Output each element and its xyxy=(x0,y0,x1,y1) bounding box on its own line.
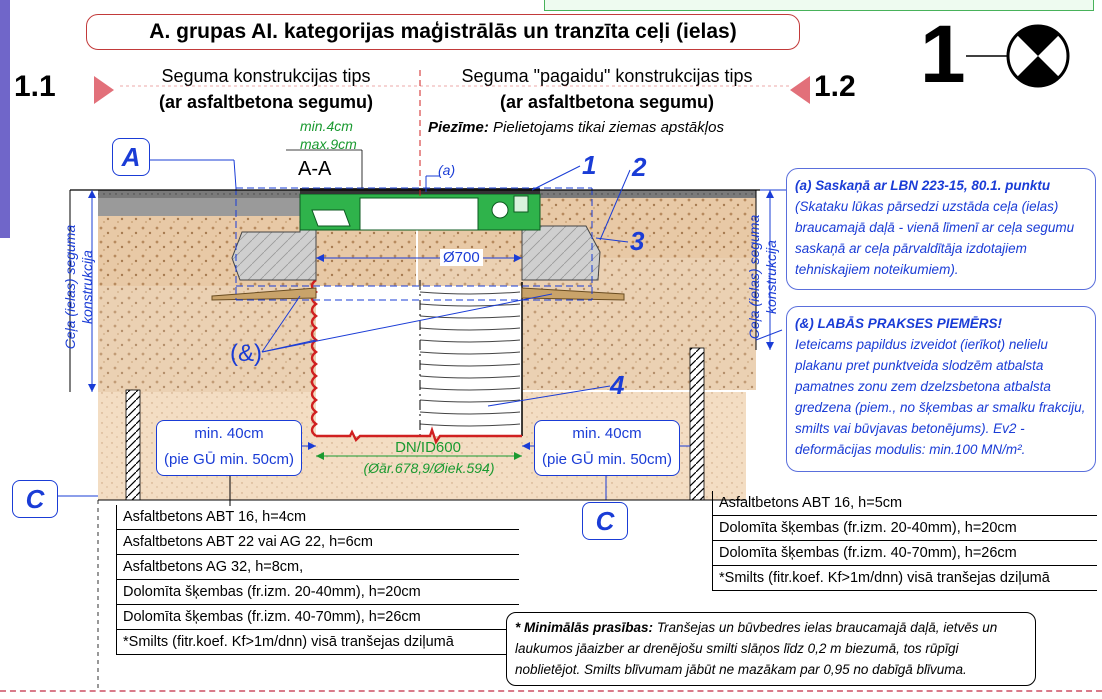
pipe-dn600-label: DN/ID600 xyxy=(395,439,461,456)
layers-table-left: Asfaltbetons ABT 16, h=4cm Asfaltbetons … xyxy=(116,505,519,655)
asphalt-layer-left xyxy=(98,190,416,198)
marker-4: 4 xyxy=(610,370,625,400)
min-40cm-box-left: min. 40cm (pie GŪ min. 50cm) xyxy=(156,420,302,476)
marker-3: 3 xyxy=(630,226,645,256)
pipe-wall-left xyxy=(310,279,318,437)
layer-left-row: Dolomīta šķembas (fr.izm. 40-70mm), h=26… xyxy=(117,605,519,630)
manhole-symbol-icon xyxy=(966,24,1070,88)
minimal-requirements-text: Tranšejas un būvbedres ielas braucamajā … xyxy=(515,620,998,677)
bottom-dashed-border xyxy=(0,690,1102,692)
min-40cm-left: min. 40cm xyxy=(194,425,264,442)
section-right-line1: Seguma "pagaidu" konstrukcijas tips xyxy=(461,66,753,86)
max-9cm-label: max.9cm xyxy=(300,136,357,152)
layer-right-row: Dolomīta šķembas (fr.izm. 40-70mm), h=26… xyxy=(713,541,1097,566)
symbol-number: 1 xyxy=(920,9,966,100)
marker-1: 1 xyxy=(582,150,597,180)
note-amp-box: (&) LABĀS PRAKSES PIEMĒRS! Ieteicams pap… xyxy=(786,306,1096,472)
callout-c-right: C xyxy=(582,502,628,540)
gu-50cm-left: (pie GŪ min. 50cm) xyxy=(163,451,295,468)
asphalt-layer-right xyxy=(418,190,756,198)
layer-left-row: Asfaltbetons ABT 16, h=4cm xyxy=(117,505,519,530)
diameter-700-label: Ø700 xyxy=(440,249,483,266)
min-40cm-box-right: min. 40cm (pie GŪ min. 50cm) xyxy=(534,420,680,476)
layer-left-row: Asfaltbetons ABT 22 vai AG 22, h=6cm xyxy=(117,530,519,555)
section-left-line2: (ar asfaltbetona segumu) xyxy=(158,92,374,112)
layers-table-right: Asfaltbetons ABT 16, h=5cm Dolomīta šķem… xyxy=(712,491,1097,591)
left-edge-strip xyxy=(0,0,10,238)
amp-mark-label: (&) xyxy=(230,340,262,367)
callout-a: A xyxy=(112,138,150,176)
top-green-bar xyxy=(544,0,1094,11)
arrow-right-icon xyxy=(94,76,114,104)
note-a-body: (Skataku lūkas pārsedzi uzstāda ceļa (ie… xyxy=(795,199,1075,277)
note-amp-head: (&) LABĀS PRAKSES PIEMĒRS! xyxy=(795,316,1003,331)
section-right-line2: (ar asfaltbetona segumu) xyxy=(499,92,715,112)
base-plate-right xyxy=(521,287,625,301)
minimal-requirements-box: * Minimālās prasības: Tranšejas un būvbe… xyxy=(506,612,1036,686)
note-amp-body: Ieteicams papildus izveidot (ierīkot) ne… xyxy=(795,337,1086,457)
pipe-body xyxy=(316,286,522,436)
natural-soil-right xyxy=(689,347,705,501)
arrow-left-icon xyxy=(790,76,810,104)
section-note: Piezīme: Pielietojams tikai ziemas apstā… xyxy=(428,119,724,136)
layer-right-row: Asfaltbetons ABT 16, h=5cm xyxy=(713,491,1097,516)
pipe-bottom xyxy=(316,426,522,445)
base-plate-left xyxy=(211,287,317,301)
callout-c-left: C xyxy=(12,480,58,518)
section-note-text: Pielietojams tikai ziemas apstākļos xyxy=(488,119,724,136)
natural-soil-left xyxy=(125,389,141,501)
page-title: A. grupas AI. kategorijas maģistrālās un… xyxy=(86,14,800,50)
section-number-left: 1.1 xyxy=(14,70,56,103)
layer-left-row: Asfaltbetons AG 32, h=8cm, xyxy=(117,555,519,580)
support-ring-right xyxy=(521,225,601,281)
side-label-left: Ceļa (ielas) seguma konstrukcija xyxy=(62,224,95,350)
layer-left-row: Dolomīta šķembas (fr.izm. 20-40mm), h=20… xyxy=(117,580,519,605)
note-a-head: (a) Saskaņā ar LBN 223-15, 80.1. punktu xyxy=(795,178,1051,193)
pipe-diameter-detail-label: (Øār.678,9/Øiek.594) xyxy=(363,460,495,476)
marker-2: 2 xyxy=(632,152,647,182)
section-number-right: 1.2 xyxy=(814,70,856,103)
side-label-right: Ceļa (ielas) seguma konstrukcija xyxy=(746,214,779,340)
min-4cm-label: min.4cm xyxy=(300,118,353,134)
layer-right-row: Dolomīta šķembas (fr.izm. 20-40mm), h=20… xyxy=(713,516,1097,541)
a-mark-label: (a) xyxy=(438,162,456,178)
gu-50cm-right: (pie GŪ min. 50cm) xyxy=(541,451,673,468)
section-note-label: Piezīme: xyxy=(428,119,489,136)
layer-right-row: *Smilts (fitr.koef. Kf>1m/dnn) visā tran… xyxy=(713,566,1097,591)
section-aa-label: A-A xyxy=(298,158,332,180)
min-40cm-right: min. 40cm xyxy=(572,425,642,442)
section-left-line1: Seguma konstrukcijas tips xyxy=(161,66,371,86)
layer-left-row: *Smilts (fitr.koef. Kf>1m/dnn) visā tran… xyxy=(117,630,519,655)
note-a-box: (a) Saskaņā ar LBN 223-15, 80.1. punktu … xyxy=(786,168,1096,290)
pipe-corrugation xyxy=(419,291,521,427)
minimal-requirements-label: * Minimālās prasības: xyxy=(515,620,654,635)
